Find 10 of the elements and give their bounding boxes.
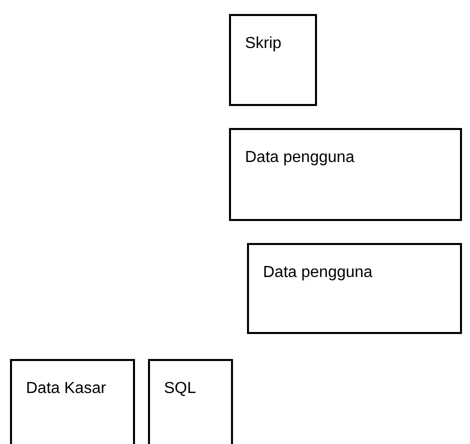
process-box xyxy=(247,243,462,334)
process-box xyxy=(148,359,233,444)
process-box xyxy=(10,359,135,444)
box-label: Data Kasar xyxy=(26,380,106,398)
box-label: Data pengguna xyxy=(245,149,354,167)
process-box xyxy=(229,14,317,106)
box-label: Data pengguna xyxy=(263,264,372,282)
process-box xyxy=(229,128,462,221)
box-label: SQL xyxy=(164,380,196,398)
box-label: Skrip xyxy=(245,35,282,53)
